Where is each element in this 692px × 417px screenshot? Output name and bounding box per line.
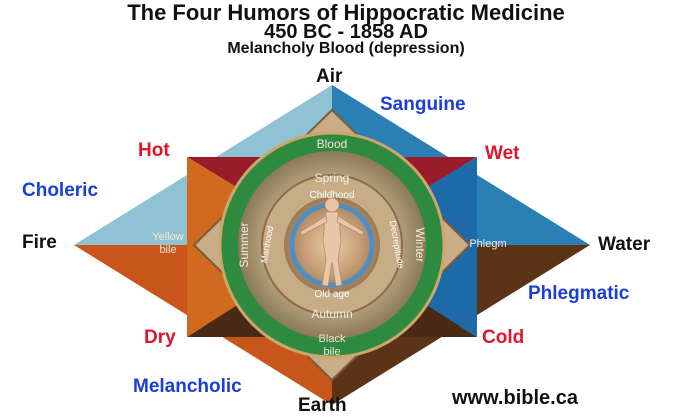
season-spring: Spring xyxy=(315,171,350,185)
humor-black-bile-line2: bile xyxy=(323,346,340,358)
quality-wet: Wet xyxy=(485,143,519,165)
humor-black-bile-line1: Black xyxy=(319,333,346,345)
element-water: Water xyxy=(598,234,650,256)
quality-cold: Cold xyxy=(482,327,524,349)
date-range: 450 BC - 1858 AD xyxy=(0,22,692,42)
temperament-melancholic: Melancholic xyxy=(133,376,242,398)
temperament-choleric: Choleric xyxy=(22,180,98,202)
age-old-age: Old age xyxy=(314,289,349,300)
humor-yellow-bile-line1: Yellow xyxy=(152,231,183,243)
season-summer: Summer xyxy=(237,222,251,267)
age-childhood: Childhood xyxy=(309,190,354,201)
element-earth: Earth xyxy=(298,395,347,417)
subtitle: Melancholy Blood (depression) xyxy=(0,40,692,58)
season-autumn: Autumn xyxy=(311,307,352,321)
website-url: www.bible.ca xyxy=(452,387,578,410)
temperament-phlegmatic: Phlegmatic xyxy=(528,283,629,305)
temperament-sanguine: Sanguine xyxy=(380,94,466,116)
humor-phlegm: Phlegm xyxy=(469,238,506,250)
quality-dry: Dry xyxy=(144,327,176,349)
element-air: Air xyxy=(316,66,342,88)
humor-blood: Blood xyxy=(317,137,348,151)
season-winter: Winter xyxy=(413,228,427,263)
quality-hot: Hot xyxy=(138,140,170,162)
humor-yellow-bile-line2: bile xyxy=(159,244,176,256)
element-fire: Fire xyxy=(22,232,57,254)
